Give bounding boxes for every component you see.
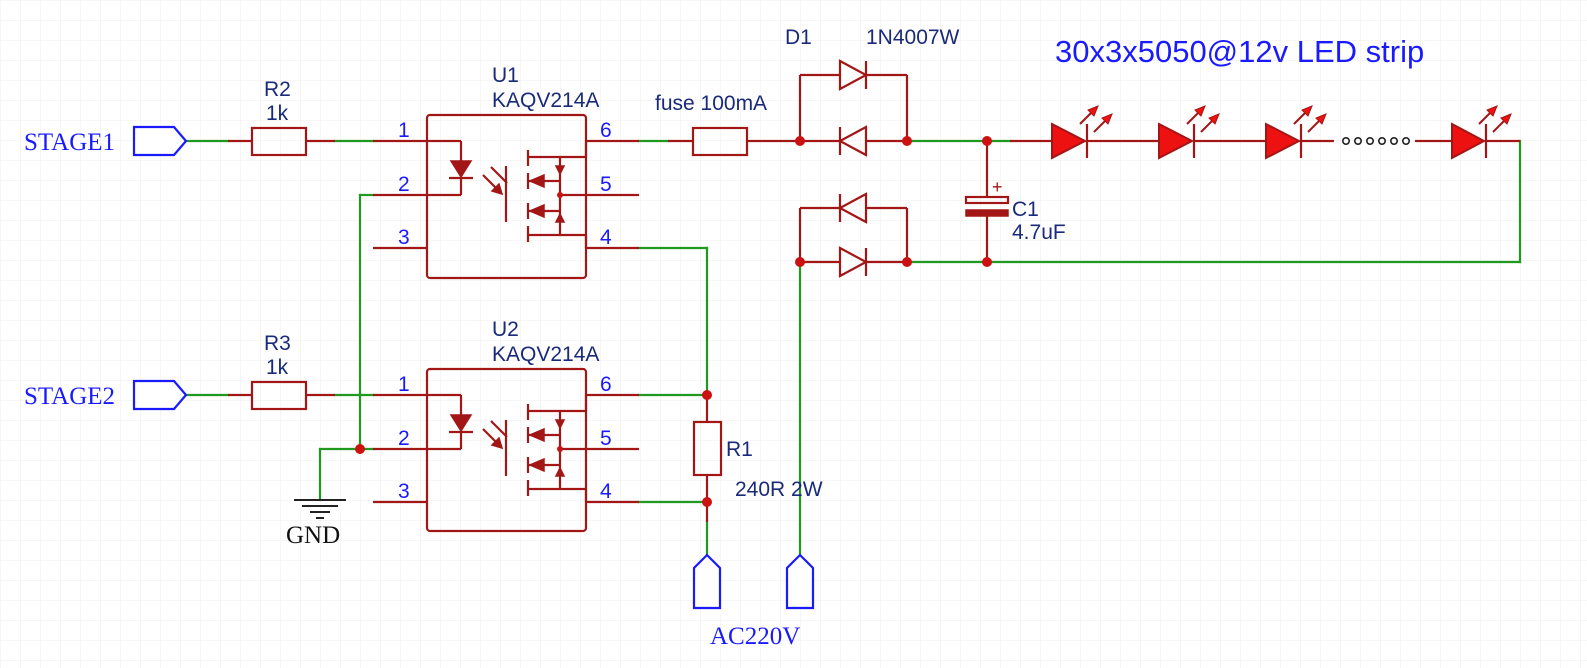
r3-value: 1k	[266, 356, 289, 379]
u1-value: KAQV214A	[492, 89, 599, 112]
led-ellipsis	[1342, 137, 1411, 146]
component-leads	[228, 139, 1520, 522]
ac-port-left[interactable]	[692, 553, 722, 610]
d1-ref: D1	[785, 26, 812, 49]
wires	[184, 139, 1522, 557]
resistor-r2	[250, 126, 308, 157]
u2-ref: U2	[492, 318, 519, 341]
junctions	[355, 136, 992, 507]
led-4	[1451, 105, 1512, 160]
r1-ref: R1	[726, 438, 753, 461]
gnd-label: GND	[286, 522, 340, 549]
relay-u1	[373, 113, 639, 280]
r2-value: 1k	[266, 102, 289, 125]
stage2-label: STAGE2	[24, 383, 115, 410]
u2-pin3: 3	[398, 480, 410, 503]
ground-icon	[294, 499, 346, 519]
fuse	[691, 126, 749, 157]
u2-pin4: 4	[600, 480, 612, 503]
u2-pin6: 6	[600, 373, 612, 396]
d1-value: 1N4007W	[866, 26, 960, 49]
u2-value: KAQV214A	[492, 343, 599, 366]
c1-polarity: +	[992, 177, 1003, 197]
stage1-label: STAGE1	[24, 129, 115, 156]
ac-port-right[interactable]	[785, 553, 815, 610]
resistor-r1	[692, 420, 723, 477]
u1-pin2: 2	[398, 173, 410, 196]
u1-pin1: 1	[398, 119, 410, 142]
stage2-port[interactable]	[132, 379, 188, 411]
ac-label: AC220V	[710, 623, 800, 650]
led-2	[1158, 105, 1220, 160]
u2-pin5: 5	[600, 427, 612, 450]
led-3	[1265, 105, 1327, 160]
c1-value: 4.7uF	[1012, 221, 1066, 244]
c1-ref: C1	[1012, 198, 1039, 221]
u1-pin5: 5	[600, 173, 612, 196]
r3-ref: R3	[264, 332, 291, 355]
u1-pin3: 3	[398, 226, 410, 249]
led-1	[1051, 105, 1113, 160]
u1-pin4: 4	[600, 226, 612, 249]
r2-ref: R2	[264, 78, 291, 101]
u1-ref: U1	[492, 64, 519, 87]
capacitor-c1	[964, 195, 1010, 217]
bridge-rectifier-d1	[798, 59, 909, 278]
r1-value: 240R 2W	[735, 478, 823, 501]
resistor-r3	[250, 380, 308, 411]
u2-pin1: 1	[398, 373, 410, 396]
stage1-port[interactable]	[132, 125, 188, 157]
diagram-title: 30x3x5050@12v LED strip	[1055, 34, 1424, 69]
u1-pin6: 6	[600, 119, 612, 142]
fuse-label: fuse 100mA	[655, 92, 767, 115]
relay-u2	[373, 367, 639, 533]
u2-pin2: 2	[398, 427, 410, 450]
